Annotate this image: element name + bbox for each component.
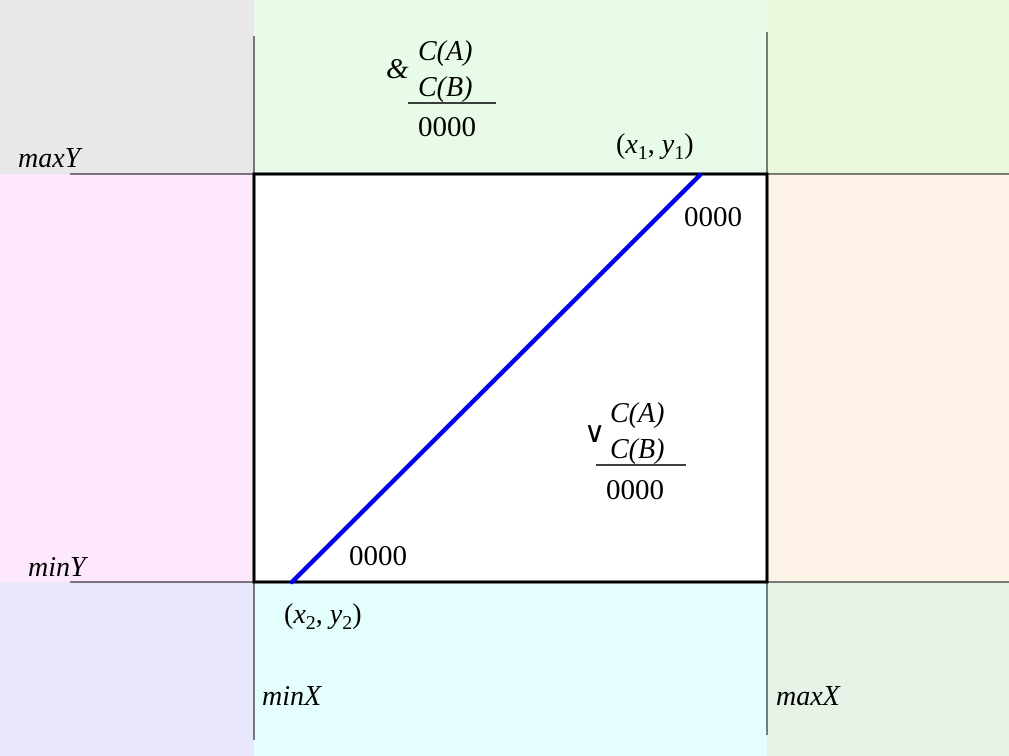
- min-x-label: minX: [262, 681, 322, 712]
- and-operator: &: [386, 53, 409, 85]
- or-operand-a: C(A): [610, 398, 664, 429]
- min-y-label: minY: [28, 552, 89, 583]
- region-bottom: [254, 582, 767, 756]
- region-center: [254, 174, 767, 582]
- and-operand-a: C(A): [418, 36, 472, 67]
- line-segment: [289, 172, 703, 585]
- clipping-window: [252, 172, 769, 584]
- region-top: [254, 0, 767, 174]
- and-formula: & C(A) C(B) 0000: [386, 36, 496, 143]
- region-right: [767, 174, 1009, 582]
- point-2-code: 0000: [349, 540, 407, 572]
- region-bottom-left: [0, 582, 254, 756]
- point-1-code: 0000: [684, 201, 742, 233]
- max-y-label: maxY: [18, 143, 84, 174]
- max-x-label: maxX: [776, 681, 841, 712]
- region-top-right: [767, 0, 1009, 174]
- region-bottom-right: [767, 582, 1009, 756]
- or-result-code: 0000: [606, 474, 664, 506]
- region-top-left: [0, 0, 254, 174]
- or-operand-b: C(B): [610, 434, 664, 465]
- or-formula: ∨ C(A) C(B) 0000: [584, 398, 686, 506]
- region-left: [0, 174, 254, 582]
- and-result-code: 0000: [418, 111, 476, 143]
- or-operator: ∨: [584, 417, 605, 449]
- and-operand-b: C(B): [418, 72, 472, 103]
